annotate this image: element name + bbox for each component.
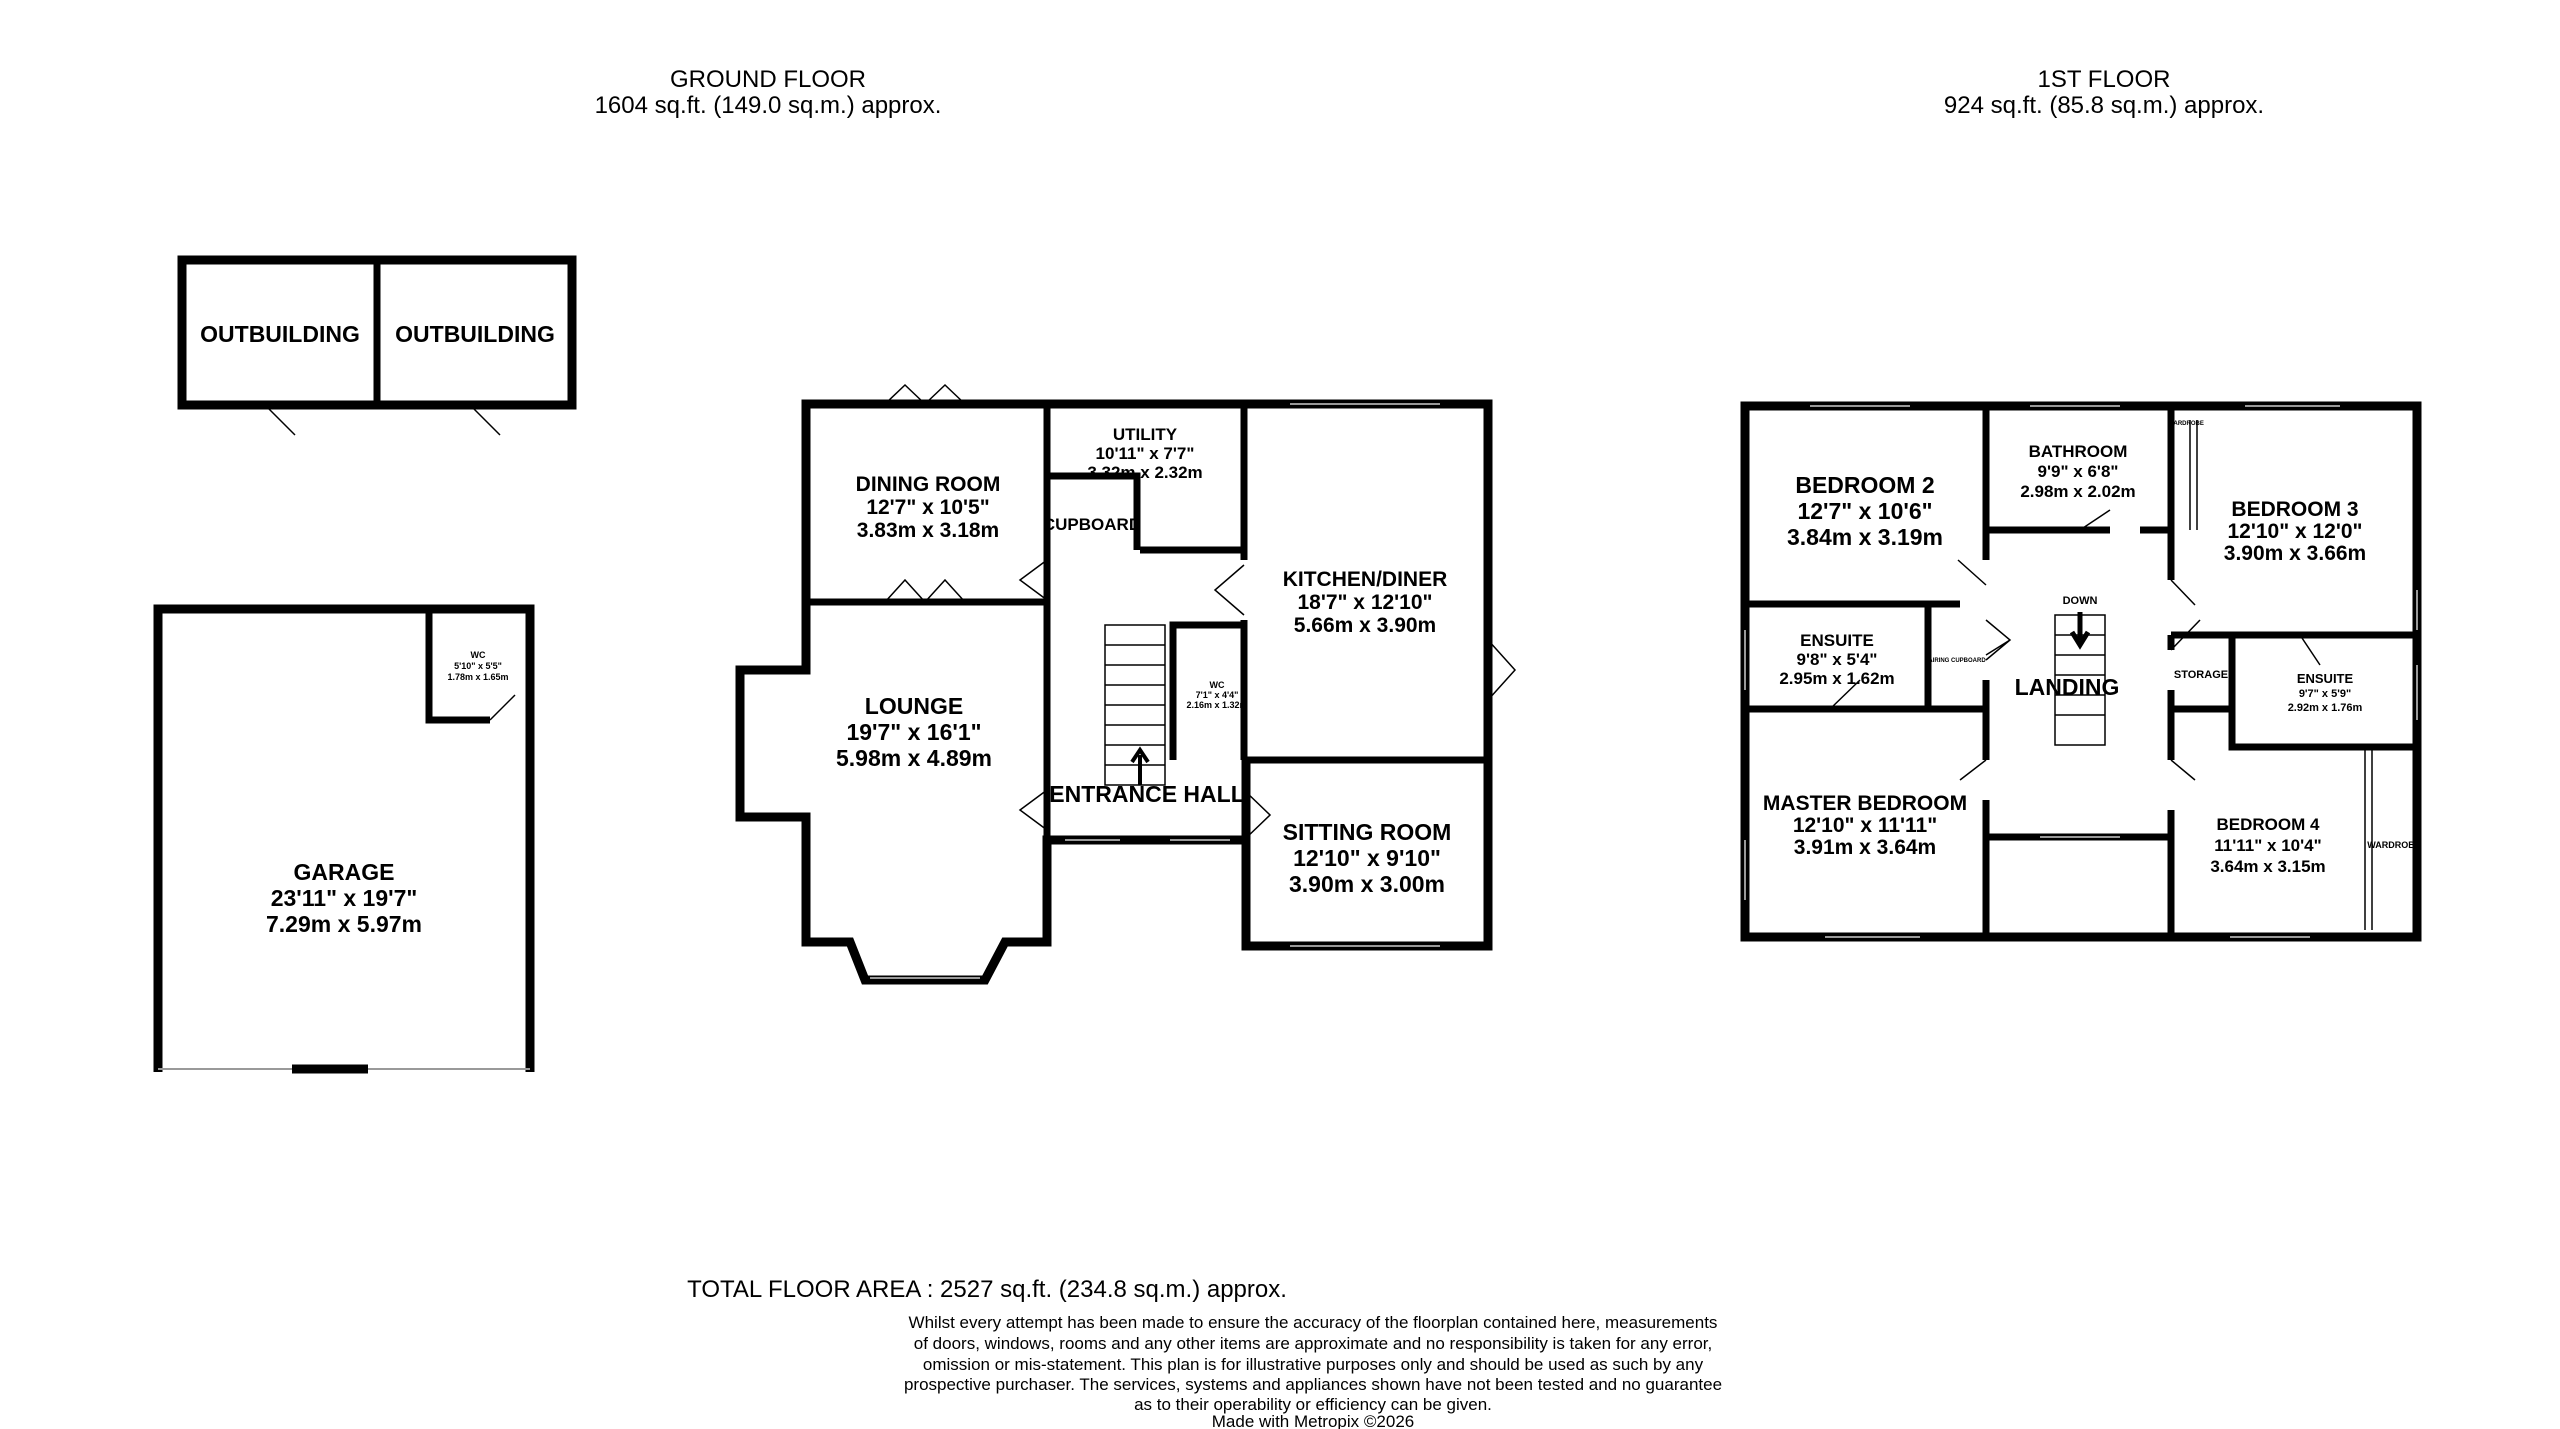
disclaimer-line: as to their operability or efficiency ca… [1134,1395,1492,1414]
room-kitchen-imperial: 18'7" x 12'10" [1297,591,1432,614]
room-sitting-imperial: 12'10" x 9'10" [1293,845,1441,871]
room-hall-wc: WC [1210,680,1225,690]
room-airing-cupboard: AIRING CUPBOARD [1928,658,1986,664]
wardrobe-label-bedroom-3: WARDROBE [2168,421,2204,427]
room-dining-metric: 3.83m x 3.18m [857,519,999,542]
disclaimer-line: omission or mis-statement. This plan is … [923,1355,1704,1374]
room-garage-imperial: 23'11" x 19'7" [271,885,418,911]
room-garage: GARAGE [294,859,395,885]
disclaimer-line: prospective purchaser. The services, sys… [904,1375,1722,1394]
ground-floor-area: 1604 sq.ft. (149.0 sq.m.) approx. [595,92,942,119]
room-ensuite-2-metric: 2.92m x 1.76m [2288,702,2363,714]
room-ensuite-2-imperial: 9'7" x 5'9" [2299,688,2351,700]
room-storage: STORAGE [2174,669,2228,681]
room-garage-metric: 7.29m x 5.97m [266,911,422,937]
room-bedroom-3-metric: 3.90m x 3.66m [2224,542,2366,565]
room-lounge-metric: 5.98m x 4.89m [836,745,992,771]
room-master-imperial: 12'10" x 11'11" [1793,814,1937,837]
stairs-down-label: DOWN [2063,595,2098,607]
room-master-bedroom: MASTER BEDROOM [1763,792,1967,815]
room-hall-wc-imperial: 7'1" x 4'4" [1196,690,1239,700]
room-cupboard: CUPBOARD [1043,515,1141,534]
room-outbuilding-2: OUTBUILDING [395,321,555,347]
room-master-metric: 3.91m x 3.64m [1794,836,1936,859]
room-landing: LANDING [2015,674,2120,700]
room-garage-wc-metric: 1.78m x 1.65m [447,672,508,682]
room-sitting: SITTING ROOM [1283,819,1452,845]
outbuildings: OUTBUILDING OUTBUILDING [177,255,577,436]
room-ensuite-1-imperial: 9'8" x 5'4" [1797,650,1878,669]
wardrobe-label-bedroom-4: WARDROBE [2367,840,2421,850]
room-ensuite-1: ENSUITE [1800,631,1874,650]
room-hall-wc-metric: 2.16m x 1.32m [1186,700,1247,710]
total-floor-area: TOTAL FLOOR AREA : 2527 sq.ft. (234.8 sq… [687,1276,1287,1303]
room-bathroom: BATHROOM [2029,442,2128,461]
room-bedroom-4: BEDROOM 4 [2217,815,2321,834]
room-lounge-imperial: 19'7" x 16'1" [846,719,981,745]
first-floor-title: 1ST FLOOR [2038,66,2171,93]
room-bedroom-4-imperial: 11'11" x 10'4" [2214,836,2321,855]
ground-floor-plan: DINING ROOM 12'7" x 10'5" 3.83m x 3.18m … [735,383,1517,985]
room-bedroom-2-metric: 3.84m x 3.19m [1787,524,1943,550]
first-floor-area: 924 sq.ft. (85.8 sq.m.) approx. [1944,92,2264,119]
room-entrance-hall: ENTRANCE HALL [1049,781,1245,807]
room-outbuilding-1: OUTBUILDING [200,321,360,347]
ground-floor-title: GROUND FLOOR [670,66,866,93]
disclaimer-line: of doors, windows, rooms and any other i… [914,1334,1712,1353]
room-dining-imperial: 12'7" x 10'5" [866,496,989,519]
room-bathroom-metric: 2.98m x 2.02m [2020,482,2135,501]
disclaimer-line: Whilst every attempt has been made to en… [909,1313,1718,1332]
room-kitchen-metric: 5.66m x 3.90m [1294,614,1436,637]
room-kitchen: KITCHEN/DINER [1283,568,1448,591]
room-utility-metric: 3.32m x 2.32m [1087,463,1202,482]
room-bedroom-4-metric: 3.64m x 3.15m [2210,857,2325,876]
room-bathroom-imperial: 9'9" x 6'8" [2038,462,2119,481]
room-ensuite-2: ENSUITE [2297,671,2354,686]
room-ensuite-1-metric: 2.95m x 1.62m [1779,669,1894,688]
room-utility: UTILITY [1113,425,1178,444]
room-garage-wc: WC [471,650,486,660]
room-bedroom-2: BEDROOM 2 [1795,472,1934,498]
room-lounge: LOUNGE [865,693,963,719]
room-utility-imperial: 10'11" x 7'7" [1096,444,1195,463]
room-dining: DINING ROOM [856,473,1001,496]
room-bedroom-3-imperial: 12'10" x 12'0" [2227,520,2362,543]
first-floor-plan: DOWN BEDROOM 2 12'7" x 10'6" 3.84m x 3.1… [1740,401,2422,942]
footer: TOTAL FLOOR AREA : 2527 sq.ft. (234.8 sq… [687,1276,1722,1429]
metropix-credit: Made with Metropix ©2026 [1212,1412,1414,1429]
garage: GARAGE 23'11" x 19'7" 7.29m x 5.97m WC 5… [153,604,535,1074]
room-bedroom-3: BEDROOM 3 [2231,498,2358,521]
room-sitting-metric: 3.90m x 3.00m [1289,871,1445,897]
room-bedroom-2-imperial: 12'7" x 10'6" [1797,498,1932,524]
room-garage-wc-imperial: 5'10" x 5'5" [454,661,502,671]
